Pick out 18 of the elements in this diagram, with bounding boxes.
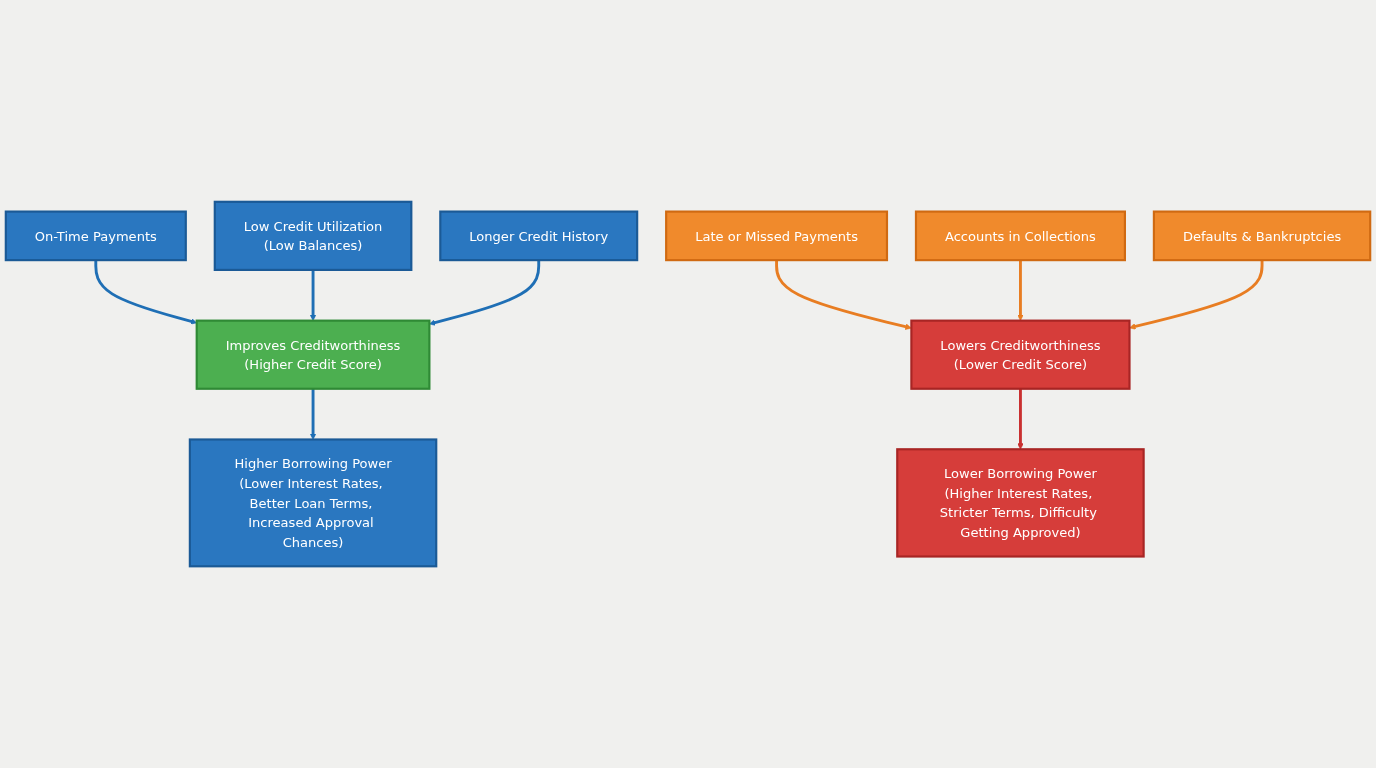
arrow [775,260,912,330]
arrow [1017,388,1024,450]
node-box: Low Credit Utilization (Low Balances) [213,200,413,271]
node-box: Improves Creditworthiness (Higher Credit Score) [195,319,431,390]
arrow [1129,260,1264,330]
node-box: Late or Missed Payments [665,210,889,262]
arrow [309,388,317,440]
node-box: Higher Borrowing Power (Lower Interest Rates, Better Loan Terms, Increased Approval Chances) [188,438,438,568]
arrow [429,260,541,326]
node-box: Accounts in Collections [914,210,1126,262]
arrow [1017,260,1024,321]
node-box: Lowers Creditworthiness (Lower Credit Score) [910,319,1131,390]
node-box: Longer Credit History [439,210,639,262]
node-box: Defaults & Bankruptcies [1152,210,1372,262]
node-box: Lower Borrowing Power (Higher Interest Rates, Stricter Terms, Difficulty Getting Approved) [896,448,1145,558]
node-box: On-Time Payments [4,210,187,262]
arrow [94,260,197,325]
arrow [309,269,317,321]
